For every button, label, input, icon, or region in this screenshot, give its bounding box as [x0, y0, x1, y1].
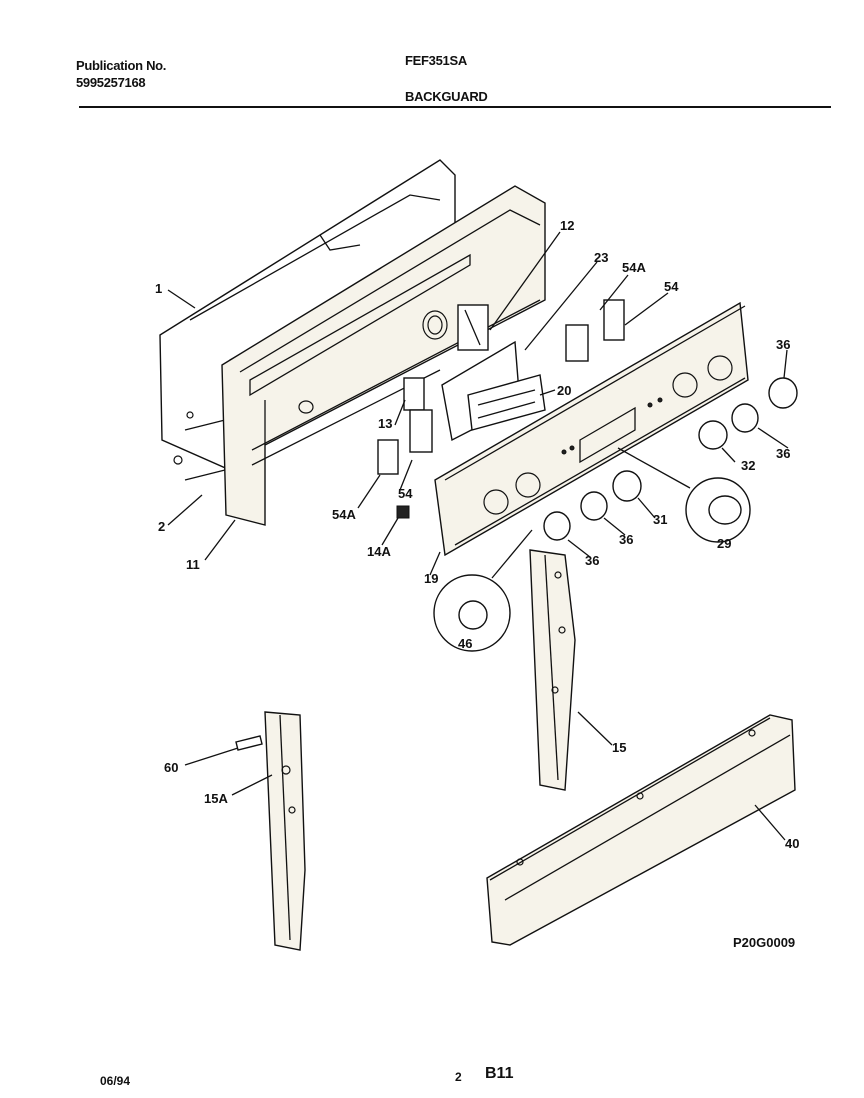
publication-label: Publication No. — [76, 58, 167, 73]
knobs-group — [543, 377, 798, 541]
publication-number: 5995257168 — [76, 75, 146, 90]
callout-54-top: 54 — [664, 279, 679, 294]
callout-36-right: 36 — [776, 337, 790, 352]
callout-36-c: 36 — [619, 532, 633, 547]
knob-detail-46 — [433, 529, 533, 652]
callout-20: 20 — [557, 383, 571, 398]
callout-23: 23 — [594, 250, 608, 265]
callout-54-mid: 54 — [398, 486, 413, 501]
footer-page-number: 2 — [455, 1070, 462, 1084]
callout-12: 12 — [560, 218, 574, 233]
control-board-part — [441, 340, 546, 442]
thermostat-component-part — [422, 304, 489, 351]
drawing-code: P20G0009 — [733, 935, 795, 950]
knob-detail-29 — [617, 447, 751, 543]
control-panel-part — [434, 301, 749, 557]
side-trim-part-15 — [529, 549, 576, 791]
callout-36-b: 36 — [776, 446, 790, 461]
side-trim-part-15a — [235, 711, 306, 951]
footer-section-code: B11 — [485, 1065, 514, 1082]
callout-40: 40 — [785, 836, 799, 851]
callout-15a: 15A — [204, 791, 228, 806]
callout-32: 32 — [741, 458, 755, 473]
callout-labels: 1 2 11 12 23 54A 54 36 20 13 54 54A 14A … — [155, 218, 799, 851]
callout-54a-left: 54A — [332, 507, 356, 522]
callout-29: 29 — [717, 536, 731, 551]
backguard-housing-part — [221, 185, 546, 526]
switches-group — [377, 299, 625, 519]
callout-31: 31 — [653, 512, 667, 527]
callout-46: 46 — [458, 636, 472, 651]
section-title: BACKGUARD — [405, 89, 488, 104]
leader-lines — [167, 231, 789, 841]
callout-60: 60 — [164, 760, 178, 775]
footer-date: 06/94 — [100, 1074, 131, 1088]
callout-11: 11 — [186, 557, 200, 572]
callout-2: 2 — [158, 519, 165, 534]
callout-54a-top: 54A — [622, 260, 646, 275]
callout-13: 13 — [378, 416, 392, 431]
trim-strip-part-40 — [486, 714, 796, 946]
callout-1: 1 — [155, 281, 162, 296]
callout-36-d: 36 — [585, 553, 599, 568]
callout-19: 19 — [424, 571, 438, 586]
callout-14a: 14A — [367, 544, 391, 559]
header-divider — [79, 106, 831, 108]
callout-15: 15 — [612, 740, 626, 755]
model-number: FEF351SA — [405, 53, 467, 68]
